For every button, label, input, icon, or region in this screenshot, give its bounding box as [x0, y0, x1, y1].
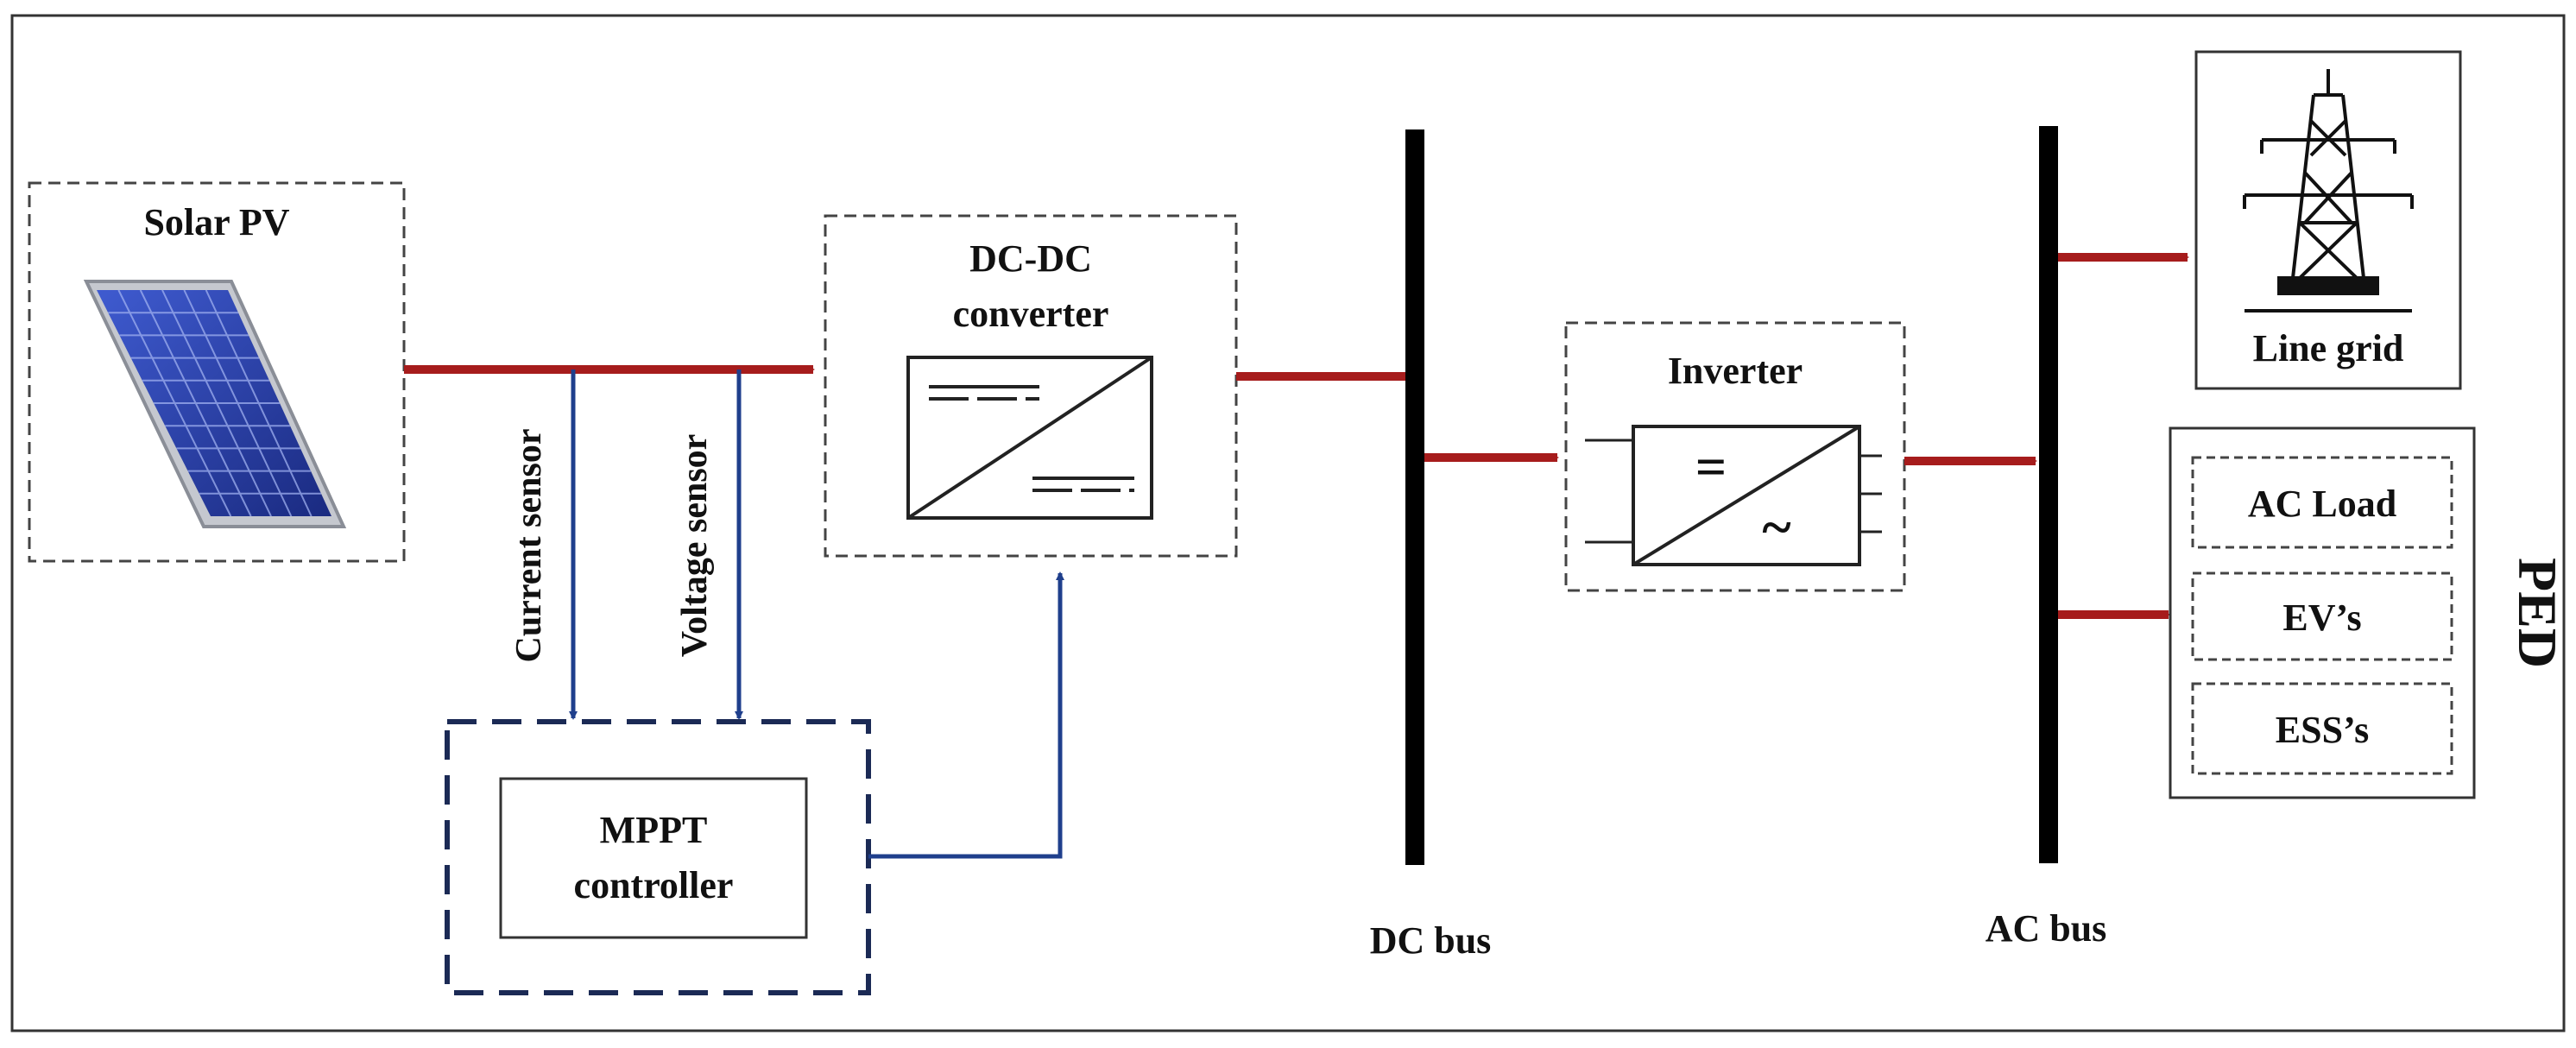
- mppt-to-converter-arrow: [868, 571, 1064, 859]
- ped-item-evs: EV’s: [2191, 571, 2453, 661]
- solar-pv-block: Solar PV: [28, 181, 406, 563]
- ped-block: AC Load EV’s ESS’s PED: [2169, 426, 2568, 799]
- ped-item-ess: ESS’s: [2191, 682, 2453, 775]
- mppt-label-line2: controller: [574, 864, 734, 906]
- ped-item-label: ESS’s: [2276, 709, 2369, 751]
- outer-frame: [10, 14, 2566, 1032]
- voltage-sensor-label: Voltage sensor: [675, 434, 715, 658]
- dc-bus: [1405, 129, 1424, 865]
- ped-item-label: AC Load: [2248, 483, 2396, 525]
- dcdc-label-line2: converter: [953, 293, 1109, 335]
- mppt-controller-block: MPPT controller: [445, 719, 871, 995]
- ac-bus-label: AC bus: [1986, 907, 2107, 950]
- inverter-dc-symbol: =: [1695, 436, 1727, 497]
- dc-dc-converter-symbol-icon: [906, 356, 1153, 520]
- ped-item-label: EV’s: [2282, 597, 2361, 639]
- mppt-label-line1: MPPT: [600, 809, 708, 851]
- inverter-label: Inverter: [1668, 350, 1803, 392]
- dcdc-converter-block: DC-DC converter: [824, 214, 1238, 558]
- dcdc-label-line1: DC-DC: [969, 237, 1092, 280]
- solar-pv-label: Solar PV: [143, 201, 289, 243]
- ped-item-ac-load: AC Load: [2191, 456, 2453, 549]
- solar-panel-icon: [83, 280, 347, 528]
- inverter-ac-symbol: ~: [1762, 496, 1790, 558]
- line-grid-label: Line grid: [2253, 327, 2404, 369]
- transmission-tower-icon: [2243, 69, 2414, 313]
- dc-bus-label: DC bus: [1370, 919, 1492, 962]
- ac-bus: [2039, 126, 2058, 863]
- inverter-block: Inverter = ~: [1564, 321, 1906, 592]
- ped-label: PED: [2507, 558, 2568, 668]
- line-grid-block: Line grid: [2194, 50, 2462, 390]
- current-sensor-label: Current sensor: [509, 428, 549, 662]
- dc-ac-inverter-symbol-icon: = ~: [1585, 425, 1882, 566]
